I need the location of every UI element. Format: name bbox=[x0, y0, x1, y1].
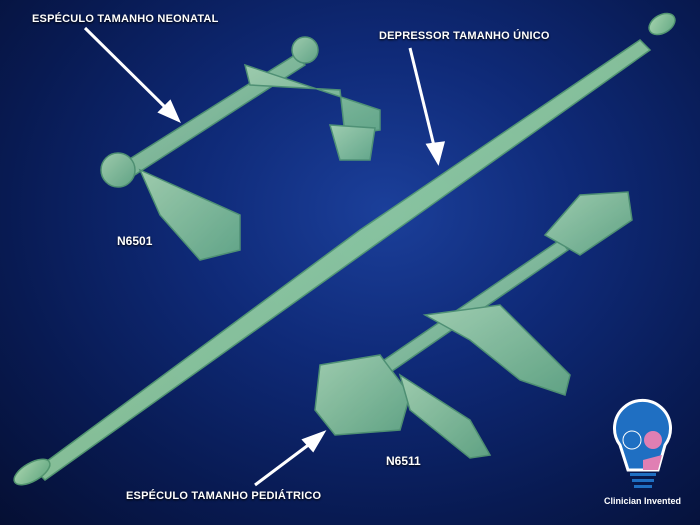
tongue-depressor bbox=[13, 12, 676, 486]
neonatal-speculum-label: ESPÉCULO TAMANHO NEONATAL bbox=[32, 13, 219, 25]
pediatric-speculum bbox=[314, 191, 633, 459]
neonatal-speculum bbox=[100, 36, 381, 261]
depressor-label: DEPRESSOR TAMANHO ÚNICO bbox=[379, 30, 550, 42]
neonatal-code: N6501 bbox=[117, 234, 153, 248]
arrows bbox=[83, 26, 446, 487]
logo-text: Clinician Invented bbox=[604, 496, 682, 506]
pediatric-code: N6511 bbox=[386, 454, 421, 468]
pediatric-speculum-label: ESPÉCULO TAMANHO PEDIÁTRICO bbox=[126, 490, 322, 502]
clinician-invented-logo bbox=[613, 398, 672, 488]
